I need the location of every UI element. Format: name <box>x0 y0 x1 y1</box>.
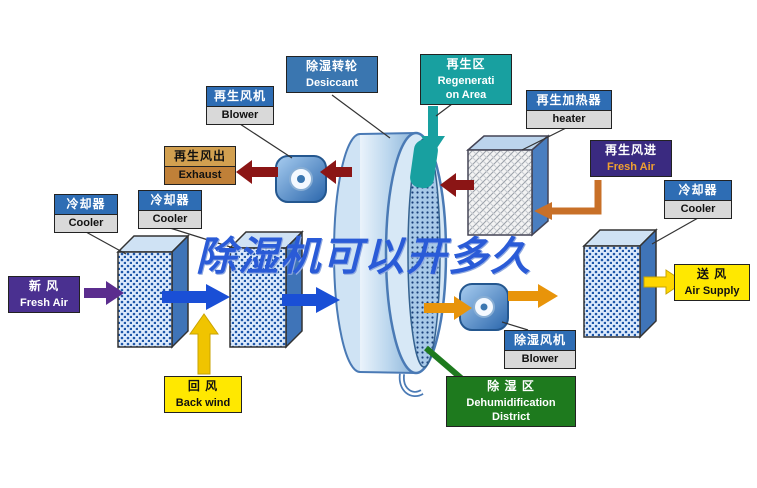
label-regen-area-en2: on Area <box>445 88 487 101</box>
label-regen-heater: 再生加热器 heater <box>526 90 612 129</box>
label-cooler-left-1-en: Cooler <box>55 213 117 232</box>
regen-area-arrow <box>421 106 445 154</box>
flow-arrows <box>84 106 685 387</box>
label-regen-heater-zh: 再生加热器 <box>527 91 611 110</box>
label-exhaust: 再生风出 Exhaust <box>164 146 236 185</box>
leader-lines <box>85 94 699 331</box>
regen-in-arrowhead <box>534 202 552 220</box>
label-regen-blower-zh: 再生风机 <box>207 87 273 106</box>
label-regen-area: 再生区 Regenerati on Area <box>420 54 512 106</box>
label-dehumid-blower-en: Blower <box>505 349 575 368</box>
label-back-wind-en: Back wind <box>175 396 231 409</box>
label-cooler-right-zh: 冷却器 <box>665 181 731 200</box>
label-dehumid-district-en1: Dehumidification <box>466 396 556 409</box>
regen-blower-icon <box>275 155 327 203</box>
label-dehumid-district-zh: 除 湿 区 <box>487 379 535 393</box>
label-exhaust-en: Exhaust <box>165 165 235 184</box>
label-regen-area-en1: Regenerati <box>437 74 495 87</box>
label-regen-area-zh: 再生区 <box>446 57 486 71</box>
cooler-box-left-2-icon <box>228 230 304 349</box>
regen-out-arrow-1 <box>320 160 352 184</box>
label-dehumid-district: 除 湿 区 Dehumidification District <box>446 376 576 428</box>
regen-in-pipe <box>550 180 602 215</box>
wheel-to-blower-arrow <box>424 296 472 320</box>
fresh-air-arrow <box>84 281 124 305</box>
label-dehumid-blower: 除湿风机 Blower <box>504 330 576 369</box>
heater-box-icon <box>466 134 550 237</box>
label-air-supply-en: Air Supply <box>684 284 740 297</box>
label-fresh-air-in-en: Fresh Air <box>20 296 68 309</box>
label-dehumid-district-en2: District <box>492 410 530 423</box>
label-regen-fresh-air-en: Fresh Air <box>607 160 655 173</box>
blower-to-cooler-arrow <box>508 284 558 308</box>
dehumid-blower-icon <box>459 283 509 331</box>
label-cooler-right-en: Cooler <box>665 199 731 218</box>
label-fresh-air-in-zh: 新 风 <box>28 279 60 293</box>
label-dehumid-blower-zh: 除湿风机 <box>505 331 575 350</box>
label-back-wind-zh: 回 风 <box>187 379 219 393</box>
label-regen-fresh-air: 再生风进 Fresh Air <box>590 140 672 177</box>
label-fresh-air-in: 新 风 Fresh Air <box>8 276 80 313</box>
process-arrow-1 <box>162 284 230 310</box>
label-air-supply-zh: 送 风 <box>696 267 728 281</box>
label-desiccant-wheel-en: Desiccant <box>306 76 358 89</box>
label-regen-heater-en: heater <box>527 109 611 128</box>
label-cooler-left-1-zh: 冷却器 <box>55 195 117 214</box>
back-wind-arrow <box>189 313 219 375</box>
label-back-wind: 回 风 Back wind <box>164 376 242 413</box>
label-cooler-left-1: 冷却器 Cooler <box>54 194 118 233</box>
desiccant-wheel-icon <box>333 131 448 397</box>
label-regen-blower: 再生风机 Blower <box>206 86 274 125</box>
label-exhaust-zh: 再生风出 <box>173 149 226 163</box>
regen-out-arrow-2 <box>236 160 278 184</box>
label-cooler-left-2: 冷却器 Cooler <box>138 190 202 229</box>
label-desiccant-wheel-zh: 除湿转轮 <box>305 59 358 73</box>
label-cooler-right: 冷却器 Cooler <box>664 180 732 219</box>
label-regen-blower-en: Blower <box>207 105 273 124</box>
cooler-box-right-icon <box>582 228 658 339</box>
label-cooler-left-2-en: Cooler <box>139 209 201 228</box>
process-arrow-2 <box>282 287 340 313</box>
label-cooler-left-2-zh: 冷却器 <box>139 191 201 210</box>
label-air-supply: 送 风 Air Supply <box>674 264 750 301</box>
heater-to-wheel-arrow <box>440 173 474 197</box>
label-regen-fresh-air-zh: 再生风进 <box>604 143 657 157</box>
label-desiccant-wheel: 除湿转轮 Desiccant <box>286 56 378 93</box>
